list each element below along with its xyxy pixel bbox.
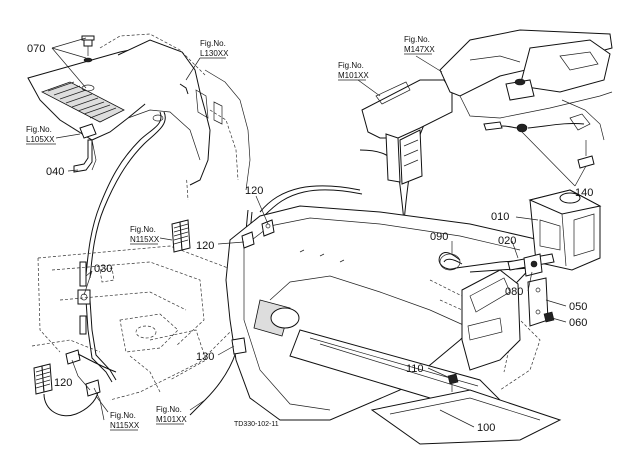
svg-text:M101XX: M101XX bbox=[156, 415, 187, 424]
valve-080 bbox=[523, 253, 543, 277]
fig-ref-m101-top: Fig.No. M101XX bbox=[338, 61, 369, 81]
bolt-070 bbox=[81, 35, 95, 92]
callout-050: 050 bbox=[569, 301, 587, 313]
callout-120-mid: 120 bbox=[196, 240, 214, 252]
svg-text:Fig.No.: Fig.No. bbox=[110, 411, 136, 420]
figure-references: Fig.No. L130XX Fig.No. L105XX Fig.No. M1… bbox=[26, 35, 435, 431]
svg-text:L130XX: L130XX bbox=[200, 49, 229, 58]
fig-ref-m147: Fig.No. M147XX bbox=[404, 35, 435, 55]
callout-100: 100 bbox=[477, 422, 495, 434]
frame-top-right bbox=[361, 29, 613, 185]
hose-090 bbox=[438, 252, 531, 273]
svg-text:Fig.No.: Fig.No. bbox=[156, 405, 182, 414]
callout-120-top: 120 bbox=[245, 185, 263, 197]
svg-text:L105XX: L105XX bbox=[26, 135, 55, 144]
fig-ref-n115-bottom: Fig.No. N115XX bbox=[110, 411, 140, 431]
clamp-130 bbox=[231, 337, 247, 355]
callout-010: 010 bbox=[491, 211, 509, 223]
fig-ref-n115-mid: Fig.No. N115XX bbox=[130, 225, 160, 245]
clamps-120-upper bbox=[241, 219, 275, 249]
callout-130: 130 bbox=[196, 351, 214, 363]
bolt-060 bbox=[543, 311, 555, 323]
grille-slots bbox=[40, 81, 125, 123]
fig-ref-l105: Fig.No. L105XX bbox=[26, 125, 56, 145]
deck-panel bbox=[225, 205, 562, 445]
grommet-040 bbox=[73, 123, 97, 173]
svg-text:Fig.No.: Fig.No. bbox=[200, 39, 226, 48]
joint-030 bbox=[77, 261, 91, 335]
switch-n115-mid bbox=[171, 219, 191, 253]
fig-ref-m101-bottom: Fig.No. M101XX bbox=[156, 405, 187, 425]
callout-110: 110 bbox=[406, 363, 424, 375]
svg-text:M101XX: M101XX bbox=[338, 71, 369, 80]
sensor-140 bbox=[483, 121, 595, 169]
callout-040: 040 bbox=[46, 166, 64, 178]
svg-text:N115XX: N115XX bbox=[110, 421, 140, 430]
svg-text:M147XX: M147XX bbox=[404, 45, 435, 54]
callout-070: 070 bbox=[27, 43, 45, 55]
svg-text:Fig.No.: Fig.No. bbox=[130, 225, 156, 234]
svg-text:Fig.No.: Fig.No. bbox=[404, 35, 430, 44]
svg-text:Fig.No.: Fig.No. bbox=[338, 61, 364, 70]
switch-n115-bottom bbox=[33, 349, 117, 421]
callout-090: 090 bbox=[430, 231, 448, 243]
svg-text:Fig.No.: Fig.No. bbox=[26, 125, 52, 134]
drawing-code: TD330-102-11 bbox=[234, 421, 279, 428]
bolt-110 bbox=[447, 373, 459, 392]
callout-numbers: 070 040 030 120 120 120 130 110 100 090 … bbox=[27, 43, 593, 434]
leader-lines bbox=[51, 37, 587, 428]
callout-140: 140 bbox=[575, 187, 593, 199]
callout-120-bottom: 120 bbox=[54, 377, 72, 389]
callout-020: 020 bbox=[498, 235, 516, 247]
svg-text:N115XX: N115XX bbox=[130, 235, 160, 244]
callout-060: 060 bbox=[569, 317, 587, 329]
fig-ref-l130: Fig.No. L130XX bbox=[200, 39, 229, 59]
callout-030: 030 bbox=[94, 263, 112, 275]
callout-080: 080 bbox=[505, 286, 523, 298]
